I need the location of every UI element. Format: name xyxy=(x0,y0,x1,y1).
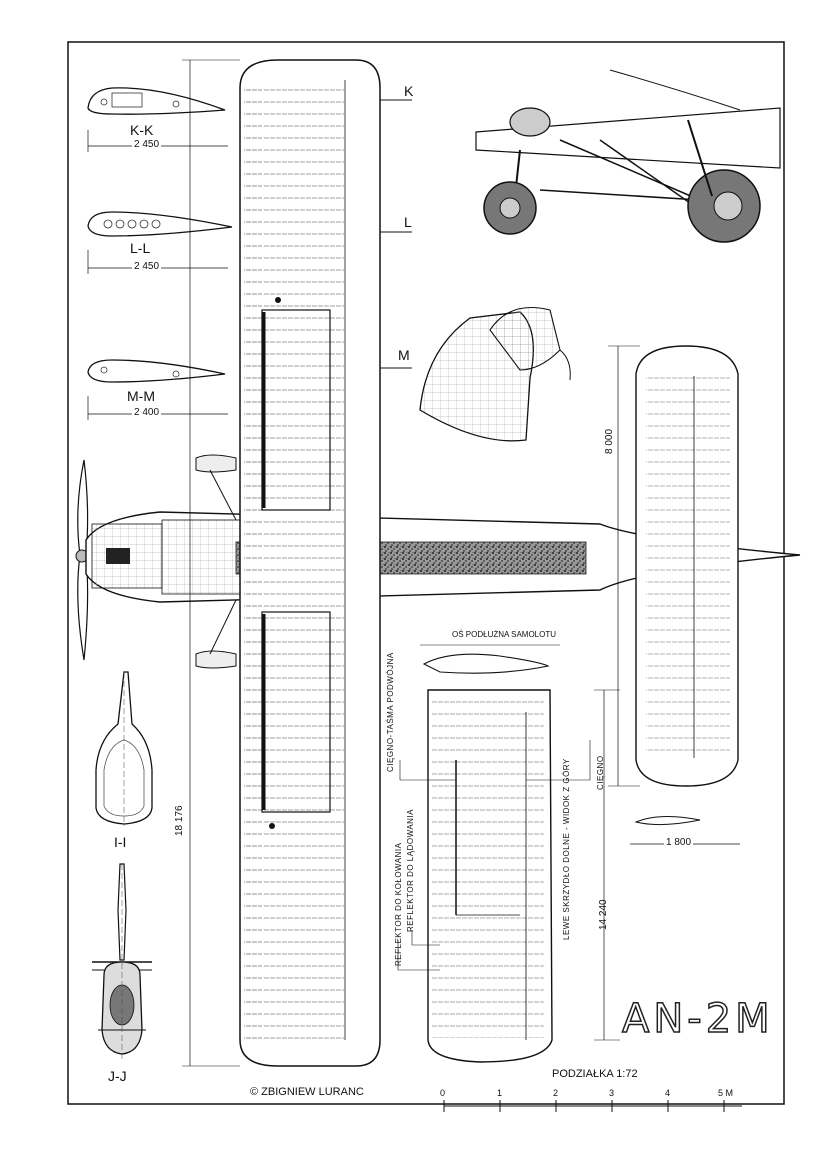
scale-tick-1: 1 xyxy=(497,1088,503,1098)
annotation-axis: OŚ PODŁUŻNA SAMOLOTU xyxy=(452,630,557,639)
scale-tick-0: 0 xyxy=(440,1088,446,1098)
model-title: AN-2M xyxy=(621,995,774,1043)
section-label-ii: I-I xyxy=(114,834,127,850)
scale-tick-2: 2 xyxy=(553,1088,559,1098)
dimension-wingspan-upper: 18 176 xyxy=(174,805,185,836)
annotation-taxi-light: REFLEKTOR DO KOŁOWANIA xyxy=(394,842,403,966)
cut-marker-l: L xyxy=(404,214,412,230)
canopy-drawing xyxy=(419,306,571,442)
section-ii xyxy=(95,671,153,826)
section-dimension-kk: 2 450 xyxy=(132,139,162,150)
section-dimension-mm: 2 400 xyxy=(132,407,162,418)
cut-marker-lines xyxy=(380,99,412,369)
cut-marker-k: K xyxy=(404,83,414,99)
dimension-wingspan-lower: 14 240 xyxy=(598,899,609,930)
dimension-tail-span: 8 000 xyxy=(604,428,615,454)
section-label-kk: K-K xyxy=(130,122,154,138)
landing-gear-drawing xyxy=(475,69,781,243)
section-dimension-ll: 2 450 xyxy=(132,261,162,272)
scale-tick-5: 5 M xyxy=(718,1088,734,1098)
section-jj xyxy=(92,863,152,1060)
airfoil-mm xyxy=(87,359,228,420)
upper-wing xyxy=(239,59,381,1067)
struts xyxy=(195,454,237,669)
wingspan-dimension-line xyxy=(182,59,240,1067)
scale-tick-4: 4 xyxy=(665,1088,671,1098)
annotation-cable: CIĘGNO xyxy=(596,755,605,790)
section-label-ll: L-L xyxy=(130,240,151,256)
scale-tick-3: 3 xyxy=(609,1088,615,1098)
scale-bar xyxy=(443,1100,742,1112)
section-label-jj: J-J xyxy=(108,1068,127,1084)
copyright: © ZBIGNIEW LURANC xyxy=(250,1086,364,1098)
annotation-lower-wing-view: LEWE SKRZYDŁO DOLNE - WIDOK Z GÓRY xyxy=(562,758,571,940)
section-label-mm: M-M xyxy=(127,388,155,404)
annotation-tape: CIĘGNO-TAŚMA PODWÓJNA xyxy=(386,652,395,772)
tailplane xyxy=(608,345,740,845)
lower-wing-view xyxy=(397,644,620,1063)
dimension-tail-chord: 1 800 xyxy=(664,837,694,848)
scale-title: PODZIAŁKA 1:72 xyxy=(552,1068,638,1080)
cut-marker-m: M xyxy=(398,347,410,363)
sheet-frame xyxy=(67,41,785,1105)
annotation-landing-light: REFLEKTOR DO LĄDOWANIA xyxy=(406,808,415,932)
